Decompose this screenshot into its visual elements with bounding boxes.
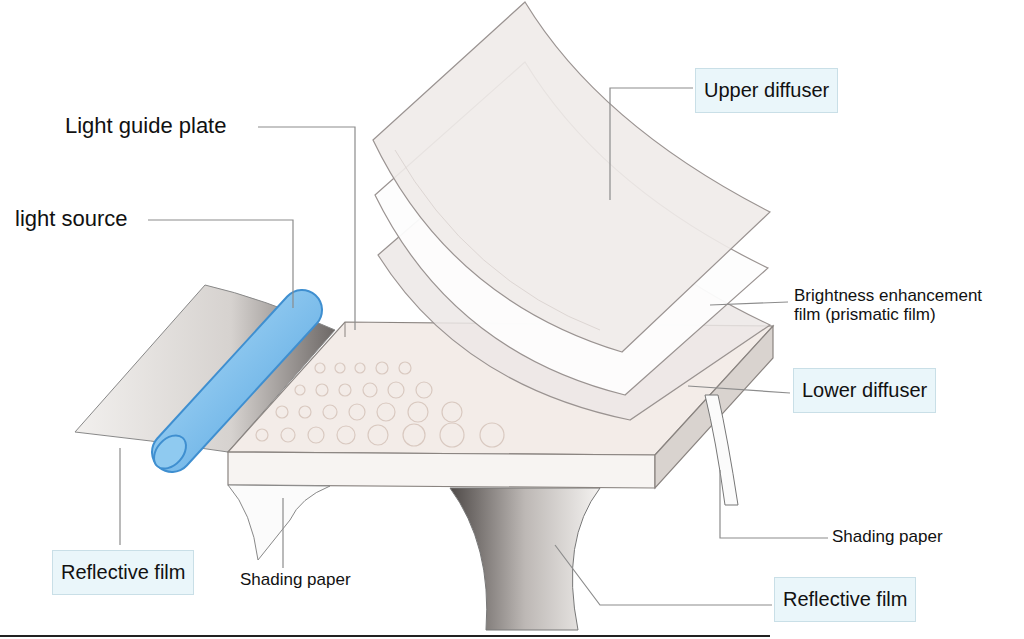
box-text: Reflective film [783,588,907,610]
label-box: Lower diffuser [793,368,936,413]
part-label: Brightness enhancement film (prismatic f… [794,287,1004,324]
part-label: Shading paper [240,571,351,590]
light-source-tube [148,310,302,475]
label-text: Brightness enhancement film (prismatic f… [794,286,982,324]
label-text: Shading paper [240,570,351,589]
upper-diffuser-sheet [373,2,770,352]
part-label: Shading paper [832,528,943,547]
box-text: Lower diffuser [802,379,927,401]
leader-lines [120,88,828,605]
label-box: Upper diffuser [695,68,838,113]
box-text: Upper diffuser [704,79,829,101]
reflective-film-bottom [450,488,600,630]
shading-paper-right [705,395,738,505]
label-text: light source [15,206,128,231]
label-box: Reflective film [52,550,194,595]
box-text: Reflective film [61,561,185,583]
sheet-sheen [395,150,600,330]
label-text: Light guide plate [65,113,226,138]
part-label: Light guide plate [65,114,226,138]
base-rule [0,635,770,637]
label-text: Shading paper [832,527,943,546]
shading-paper-left [228,485,330,560]
label-box: Reflective film [774,577,916,622]
part-label: light source [15,207,128,231]
